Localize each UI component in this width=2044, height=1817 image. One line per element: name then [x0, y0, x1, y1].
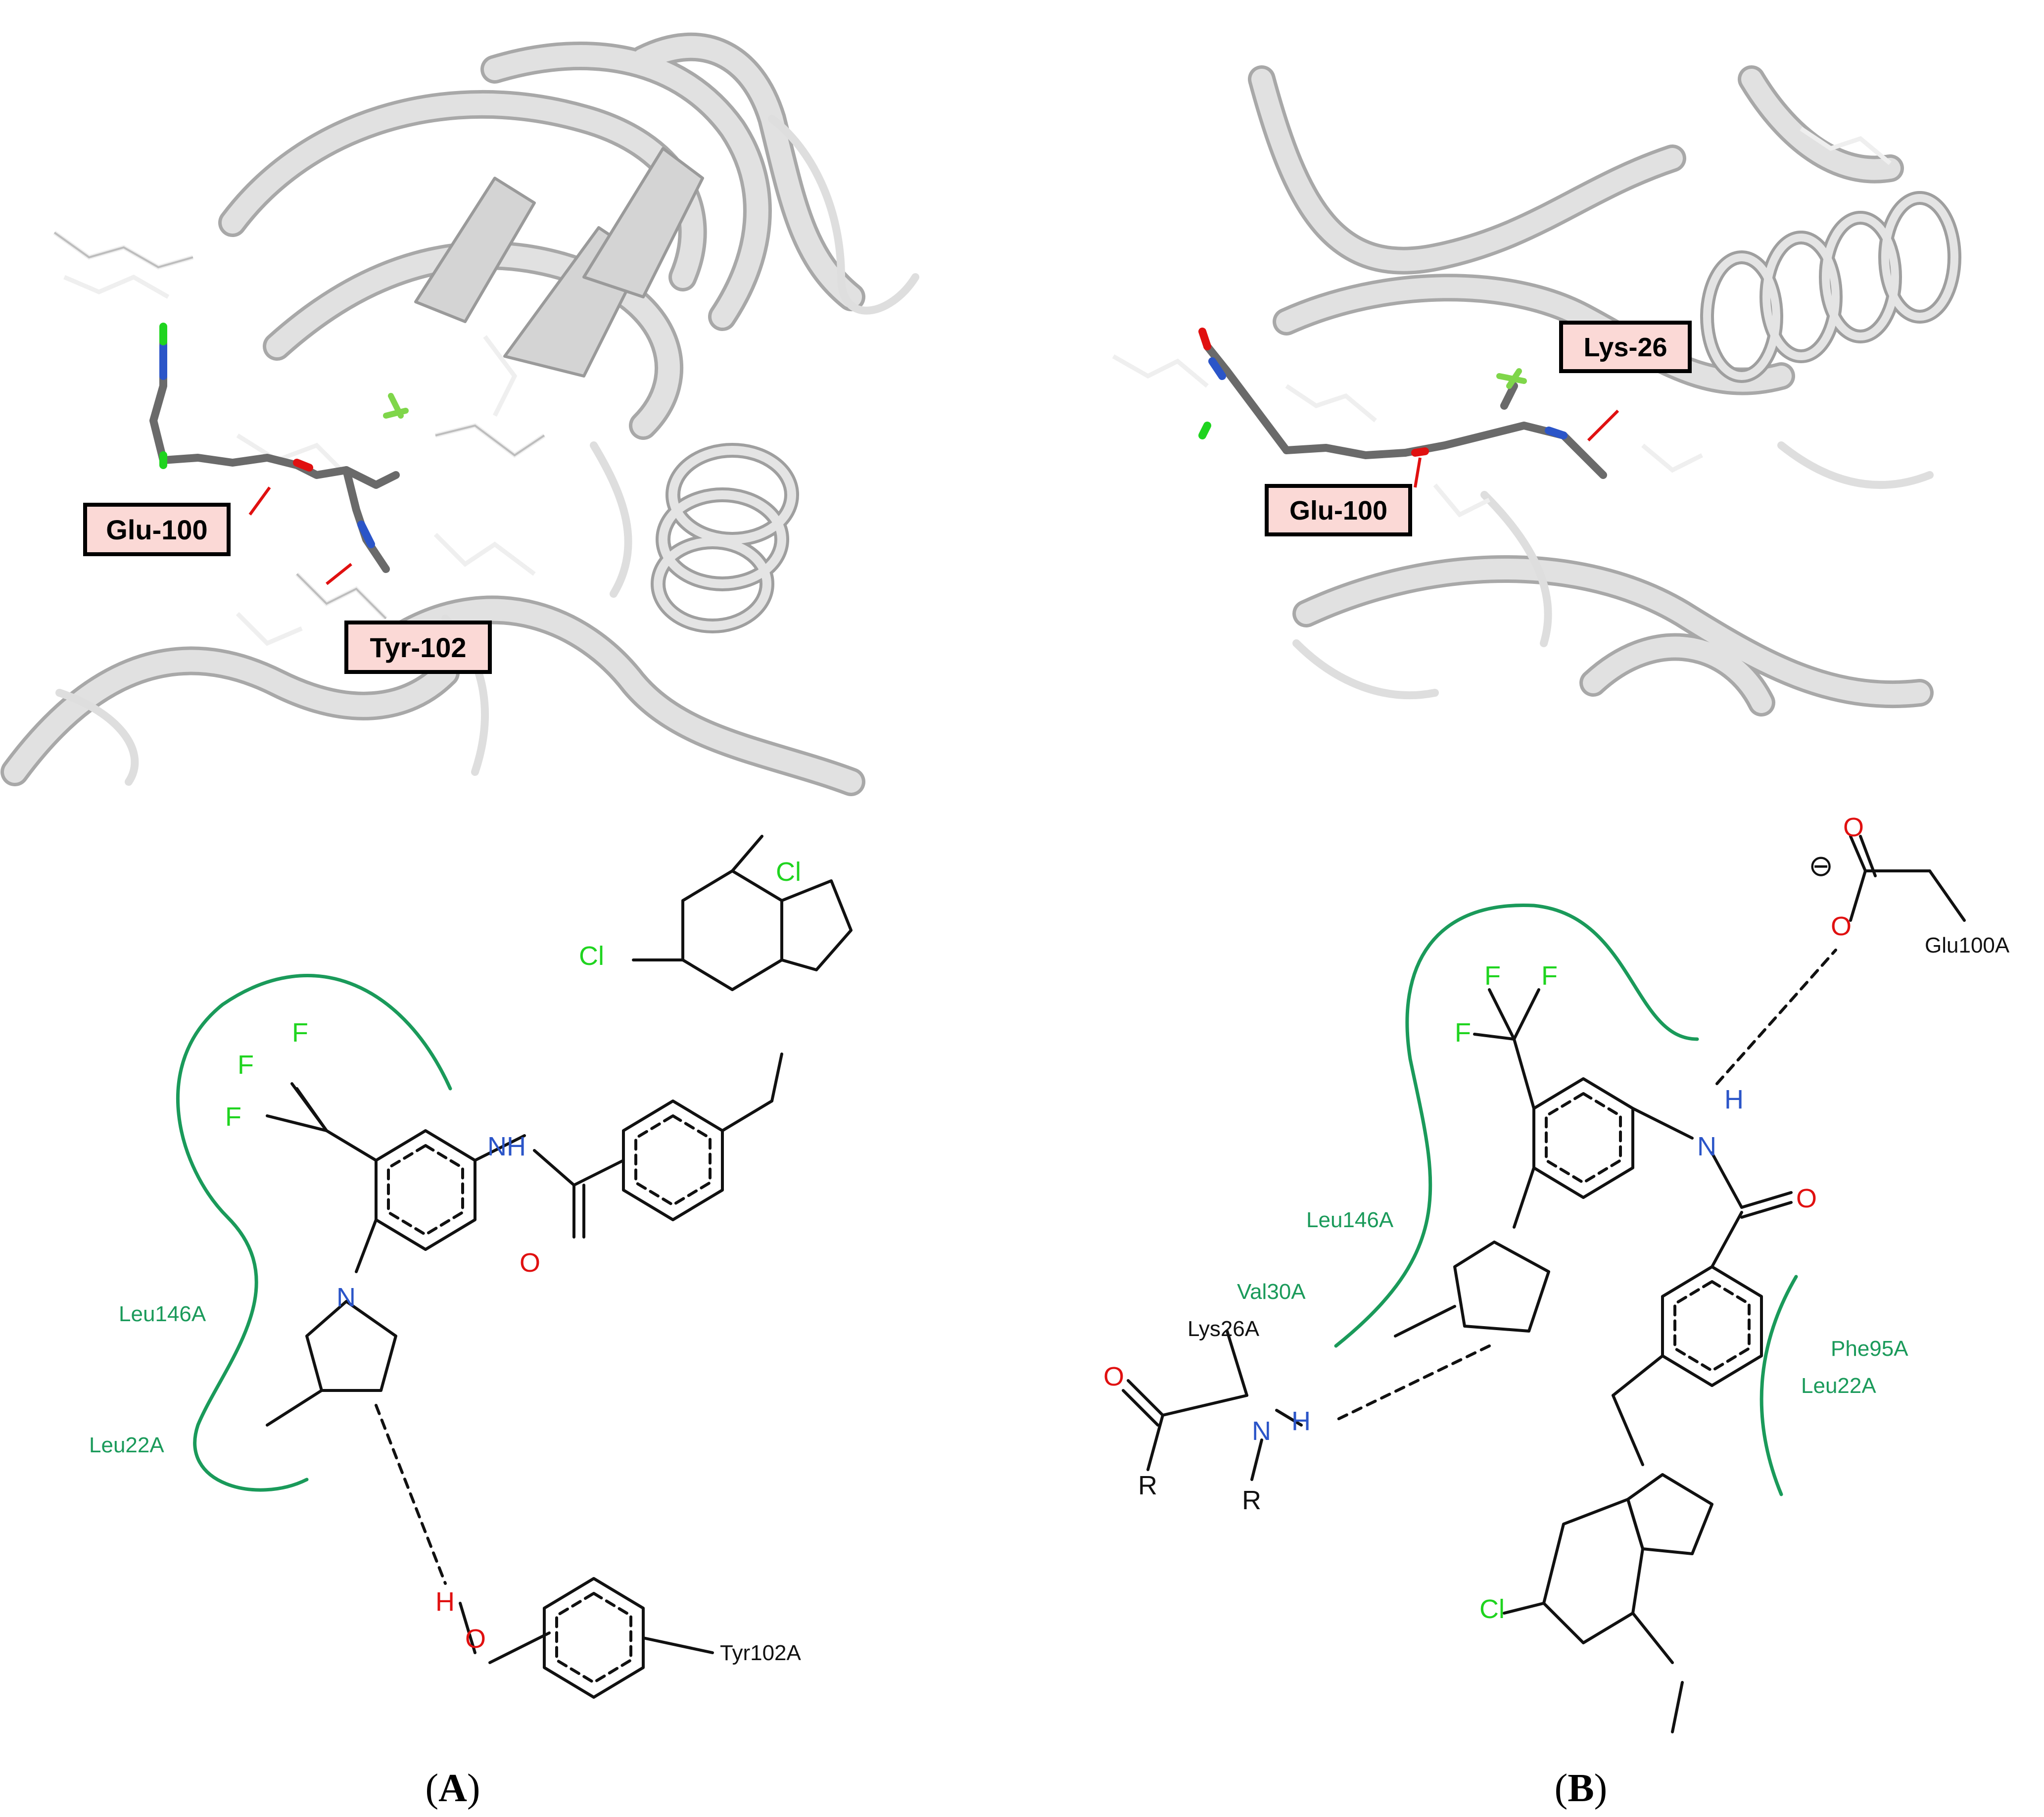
- residue-leu22a-a: Leu22A: [89, 1433, 164, 1457]
- label-glu100-a: Glu-100: [83, 503, 231, 556]
- panel-b-render: Glu-100 Lys-26: [1112, 65, 1961, 717]
- residue-lys26a: Lys26A: [1188, 1317, 1260, 1341]
- caption-a: (A): [425, 1767, 480, 1810]
- atom-r-b1: R: [1138, 1471, 1157, 1500]
- atom-o-lys-b: O: [1103, 1362, 1124, 1391]
- panel-a-diagram-text: Cl Cl F F F NH O H O N Leu146A Leu22A Ty…: [89, 857, 802, 1665]
- label-tyr102-a: Tyr-102: [344, 621, 492, 674]
- residue-leu146a-a: Leu146A: [119, 1302, 206, 1326]
- panel-a-diagram: [176, 835, 853, 1699]
- residue-glu100a: Glu100A: [1925, 933, 2010, 957]
- ligand-sticks-b: [1198, 328, 1607, 479]
- atom-n-a: N: [336, 1283, 356, 1312]
- atom-o-tyr-a: O: [465, 1624, 486, 1654]
- atom-f-a2: F: [238, 1050, 254, 1080]
- panel-b-diagram: [1122, 835, 1966, 1733]
- label-lys26-b: Lys-26: [1559, 321, 1692, 373]
- protein-ribbon-b: [1248, 65, 1961, 717]
- charge-minus: ⊖: [1808, 849, 1833, 882]
- atom-n-b: N: [1697, 1132, 1716, 1161]
- atom-h-tyr-a: H: [435, 1587, 455, 1617]
- atom-h-lys-b: H: [1291, 1406, 1311, 1436]
- atom-f-b1: F: [1541, 961, 1558, 991]
- protein-ribbon: [0, 32, 919, 796]
- atom-n-lys-b: N: [1252, 1416, 1271, 1446]
- hbond-lines-a: [248, 486, 352, 585]
- svg-text:(B): (B): [1555, 1767, 1608, 1810]
- atom-f-a1: F: [292, 1018, 308, 1048]
- atom-o-glu-b1: O: [1843, 813, 1864, 842]
- label-glu100-a-text: Glu-100: [106, 514, 207, 545]
- residue-phe95a: Phe95A: [1831, 1337, 1908, 1361]
- atom-o-b: O: [1796, 1184, 1817, 1213]
- residue-sticks-b: [1112, 127, 1892, 518]
- panel-a-render: Glu-100 Tyr-102: [0, 32, 919, 796]
- atom-f-b3: F: [1455, 1018, 1471, 1048]
- hbond-lines-b: [1414, 409, 1619, 488]
- atom-f-b2: F: [1484, 961, 1501, 991]
- atom-o-amide-a: O: [520, 1248, 540, 1278]
- panel-b-diagram-text: F F F N H O O O ⊖ O N H R R Cl Glu100A L…: [1103, 813, 2010, 1624]
- svg-text:(A): (A): [425, 1767, 480, 1810]
- hydrophobic-arc-b1: [1334, 903, 1699, 1348]
- atom-r-b2: R: [1242, 1485, 1261, 1515]
- atom-h-b: H: [1724, 1085, 1744, 1114]
- atom-nh-a: NH: [487, 1132, 526, 1161]
- label-lys26-b-text: Lys-26: [1583, 333, 1667, 362]
- caption-a-text: A: [438, 1767, 467, 1810]
- ligand-sticks-a: [149, 323, 409, 573]
- residue-tyr102a: Tyr102A: [720, 1641, 802, 1665]
- label-glu100-b: Glu-100: [1265, 484, 1412, 536]
- caption-b-text: B: [1568, 1767, 1594, 1810]
- caption-b: (B): [1555, 1767, 1608, 1810]
- atom-cl-a2: Cl: [579, 941, 604, 971]
- atom-o-glu-b2: O: [1831, 911, 1852, 941]
- residue-val30a: Val30A: [1237, 1280, 1306, 1304]
- residue-leu22a-b: Leu22A: [1801, 1374, 1876, 1398]
- label-tyr102-a-text: Tyr-102: [370, 632, 466, 663]
- label-glu100-b-text: Glu-100: [1289, 496, 1387, 526]
- atom-cl-a1: Cl: [776, 857, 801, 887]
- residue-leu146a-b: Leu146A: [1306, 1208, 1394, 1232]
- hydrophobic-arc-b2: [1759, 1275, 1798, 1496]
- hydrophobic-arc-a: [176, 974, 452, 1492]
- atom-cl-b: Cl: [1479, 1594, 1505, 1624]
- atom-f-a3: F: [225, 1102, 241, 1132]
